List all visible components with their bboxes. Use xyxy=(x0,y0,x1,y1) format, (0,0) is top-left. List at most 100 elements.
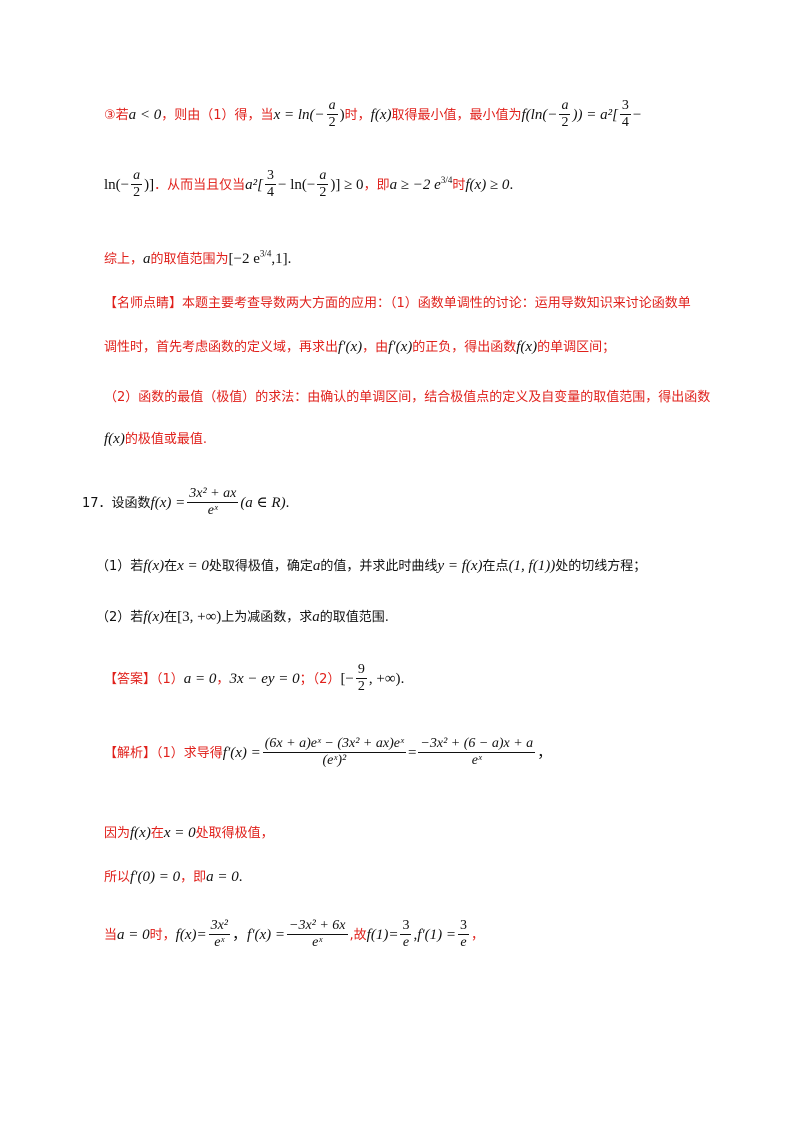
denominator: eˣ xyxy=(207,503,218,519)
note-line-1: 【名师点睛】本题主要考查导数两大方面的应用：（1）函数单调性的讨论：运用导数知识… xyxy=(104,296,691,311)
numerator: a xyxy=(317,168,329,186)
formula: (1, f(1)) xyxy=(508,558,556,574)
exponent: 3/4 xyxy=(440,174,453,185)
denominator: 4 xyxy=(621,115,629,131)
numerator: −3x² + (6 − a)x + a xyxy=(418,736,536,754)
denominator: 2 xyxy=(133,185,141,201)
formula: (a ∈ R) xyxy=(240,495,286,512)
cond: a < 0 xyxy=(128,107,162,124)
text: 的单调区间； xyxy=(537,340,616,355)
text: 处的切线方程； xyxy=(555,559,647,574)
text: （1）求导得 xyxy=(156,746,223,762)
formula: f′(0) = 0 xyxy=(130,869,181,885)
denominator: eˣ xyxy=(214,935,225,951)
formula: )] ≥ 0 xyxy=(330,177,364,194)
formula: a xyxy=(312,558,321,574)
formula: 3x − ey = 0 xyxy=(229,671,300,688)
formula: a = 0 xyxy=(183,671,217,688)
formula: x = 0 xyxy=(177,558,209,574)
text: 时， xyxy=(344,108,371,124)
text: 在点 xyxy=(482,559,509,574)
text: 所以 xyxy=(104,870,131,885)
answer-label: 【答案】 xyxy=(104,672,157,688)
text: 上为减函数，求 xyxy=(221,610,313,625)
numerator: 3x² + ax xyxy=(187,486,239,504)
numerator: a xyxy=(131,168,143,186)
text: 的取值范围. xyxy=(319,610,389,625)
formula: − ln(− xyxy=(277,177,316,194)
so-line: 所以f′(0) = 0，即a = 0. xyxy=(104,866,800,886)
formula: y = f(x) xyxy=(437,558,483,574)
numerator: a xyxy=(559,98,571,116)
denominator: e xyxy=(460,935,467,951)
formula: ， xyxy=(232,927,248,944)
text: 综上， xyxy=(104,252,144,267)
note-line-4: f(x)的极值或最值. xyxy=(104,428,800,448)
numerator: (6x + a)eˣ − (3x² + ax)eˣ xyxy=(262,736,406,754)
formula: f(x) xyxy=(143,558,165,574)
text: 取得最小值，最小值为 xyxy=(391,108,522,124)
text: 因为 xyxy=(104,826,131,841)
formula: a = 0 xyxy=(206,869,239,885)
question-number: 17．设函数 xyxy=(82,496,151,512)
formula: . xyxy=(509,177,514,194)
text: 调性时，首先考虑函数的定义域，再求出 xyxy=(104,340,339,355)
denominator: 2 xyxy=(319,185,327,201)
line-conclusion: 综上，a的取值范围为[−2 e3/4,1]. xyxy=(104,248,800,268)
text: 的正负，得出函数 xyxy=(412,340,517,355)
text: ， xyxy=(216,672,230,688)
formula: a xyxy=(143,251,151,267)
text: 处取得极值，确定 xyxy=(208,559,313,574)
formula: a = 0 xyxy=(117,927,150,944)
text: ，则由（1）得，当 xyxy=(161,108,274,124)
denominator: 2 xyxy=(357,679,365,695)
exponent: 3/4 xyxy=(259,248,272,259)
formula: − xyxy=(632,107,642,124)
formula: x = ln(− xyxy=(273,107,325,124)
text: ；（2） xyxy=(299,672,341,688)
formula: f(ln(− xyxy=(521,107,558,124)
text: 时， xyxy=(149,928,176,944)
text: ．从而当且仅当 xyxy=(154,178,246,194)
formula: a ≥ −2 e xyxy=(389,177,441,194)
formula: x = 0 xyxy=(163,825,196,841)
formula: , xyxy=(413,927,418,944)
formula: . xyxy=(400,671,405,688)
question-17-part-2: （2）若f(x)在[3, +∞)上为减函数，求a的取值范围. xyxy=(96,606,800,626)
analysis-label: 【解析】 xyxy=(104,746,157,762)
numerator: a xyxy=(326,98,338,116)
denominator: (eˣ)² xyxy=(322,753,347,769)
formula: f′(x) = xyxy=(222,745,261,762)
formula: . xyxy=(287,251,292,267)
formula: , +∞) xyxy=(368,671,401,688)
text: 当 xyxy=(104,928,118,944)
denominator: e xyxy=(402,935,410,951)
formula: . xyxy=(238,869,243,885)
formula: a²[ xyxy=(245,177,263,194)
text: （1） xyxy=(156,672,184,688)
text: 的取值范围为 xyxy=(150,252,229,267)
formula: . xyxy=(285,495,290,512)
denominator: eˣ xyxy=(471,753,482,769)
formula: ln(− xyxy=(104,177,130,194)
text: 在 xyxy=(164,559,178,574)
because-line: 因为f(x)在x = 0处取得极值， xyxy=(104,822,800,842)
formula: f(1)= xyxy=(366,927,399,944)
denominator: 2 xyxy=(328,115,336,131)
question-17-part-1: （1）若f(x)在x = 0处取得极值，确定a的值，并求此时曲线y = f(x)… xyxy=(96,555,800,575)
formula: f′(x) xyxy=(338,339,363,355)
formula: [−2 e xyxy=(228,251,260,267)
formula: f′(x) = xyxy=(247,927,285,944)
numerator: 3 xyxy=(400,918,412,936)
